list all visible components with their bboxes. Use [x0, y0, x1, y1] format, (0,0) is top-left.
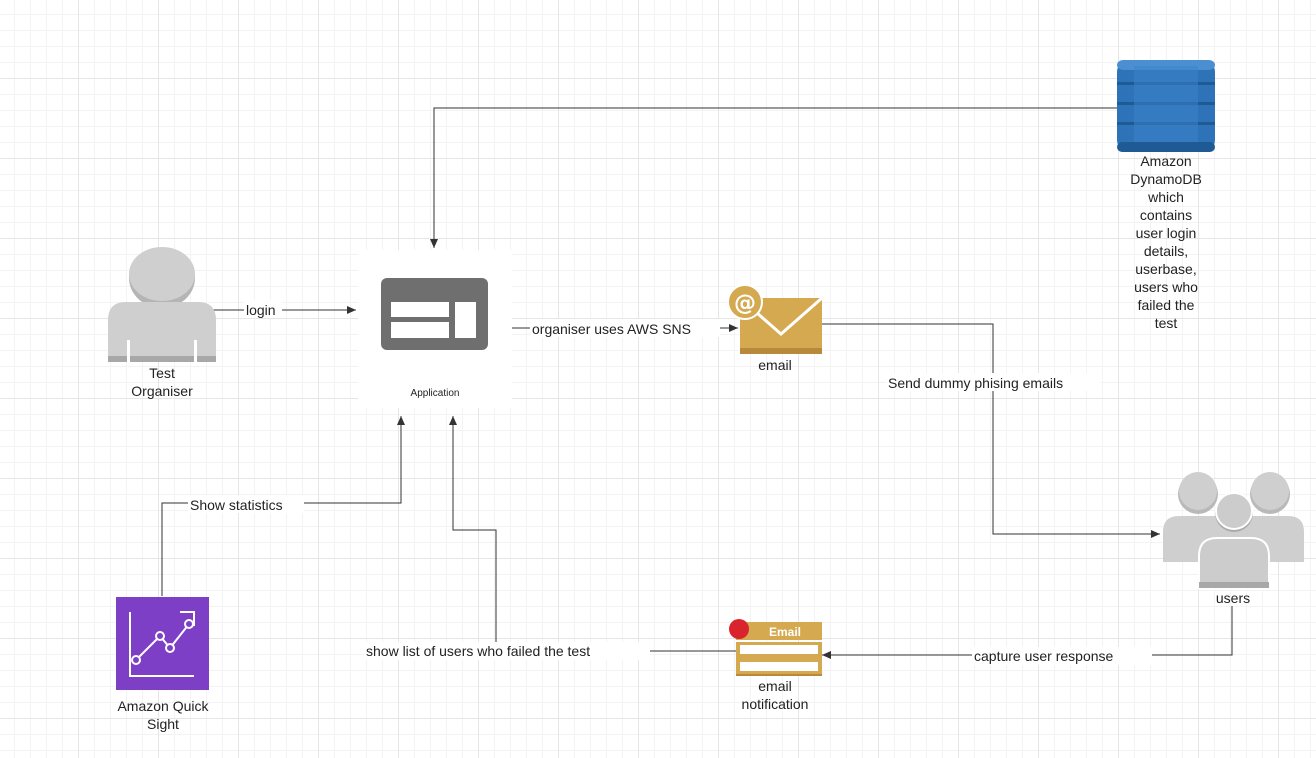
- email-label: email: [758, 357, 791, 373]
- edge-login: login: [200, 300, 356, 318]
- at-sign-icon: @: [727, 284, 763, 320]
- notification-label-line-1: email: [758, 678, 791, 694]
- dynamodb-icon: [1117, 60, 1215, 152]
- dynamodb-label-line-10: test: [1155, 315, 1178, 331]
- email-notification-icon: Email: [736, 622, 822, 676]
- organiser-label-line-1: Test: [149, 365, 175, 381]
- application-window-icon: [381, 278, 488, 350]
- edge-failed-list: show list of users who failed the test: [364, 416, 736, 660]
- dynamodb-label-line-8: users who: [1134, 279, 1198, 295]
- edge-label-phishing: Send dummy phising emails: [888, 375, 1063, 391]
- dynamodb-label-line-2: DynamoDB: [1130, 171, 1202, 187]
- edge-capture: capture user response: [822, 606, 1233, 665]
- notification-label-line-2: notification: [742, 696, 809, 712]
- users-label: users: [1216, 590, 1250, 606]
- notification-badge-icon: [729, 619, 749, 639]
- dynamodb-label-line-5: user login: [1136, 225, 1197, 241]
- edge-dynamodb-to-application: [430, 107, 1118, 248]
- dynamodb-label-line-1: Amazon: [1140, 153, 1191, 169]
- edge-label-capture: capture user response: [974, 648, 1114, 664]
- edge-label-failed-list: show list of users who failed the test: [366, 643, 590, 659]
- node-dynamodb[interactable]: Amazon DynamoDB which contains user logi…: [1117, 60, 1215, 331]
- svg-text:@: @: [734, 291, 756, 316]
- application-label: Application: [411, 388, 460, 399]
- person-icon: [108, 247, 216, 362]
- dynamodb-label-line-4: contains: [1140, 207, 1192, 223]
- edge-phishing: Send dummy phising emails: [822, 323, 1160, 538]
- dynamodb-label-line-9: failed the: [1138, 297, 1195, 313]
- dynamodb-label-line-6: details,: [1144, 243, 1188, 259]
- notification-header-label: Email: [769, 625, 801, 639]
- edge-statistics: Show statistics: [161, 416, 405, 596]
- node-application[interactable]: Application: [358, 250, 512, 408]
- edge-label-sns: organiser uses AWS SNS: [532, 321, 691, 337]
- quicksight-label-line-1: Amazon Quick: [117, 698, 209, 714]
- node-email[interactable]: @ email: [727, 284, 823, 373]
- dynamodb-label-line-7: userbase,: [1135, 261, 1196, 277]
- edge-label-statistics: Show statistics: [190, 497, 283, 513]
- quicksight-label-line-2: Sight: [147, 716, 179, 732]
- dynamodb-label-line-3: which: [1147, 189, 1184, 205]
- node-test-organiser[interactable]: Test Organiser: [108, 247, 216, 399]
- node-email-notification[interactable]: Email email notification: [729, 619, 822, 712]
- organiser-label-line-2: Organiser: [131, 383, 193, 399]
- quicksight-icon: [116, 597, 209, 690]
- users-group-icon: [1163, 472, 1304, 589]
- node-quicksight[interactable]: Amazon Quick Sight: [116, 597, 210, 732]
- node-users[interactable]: users: [1163, 472, 1304, 606]
- edge-sns: organiser uses AWS SNS: [512, 319, 738, 337]
- edge-label-login: login: [246, 302, 276, 318]
